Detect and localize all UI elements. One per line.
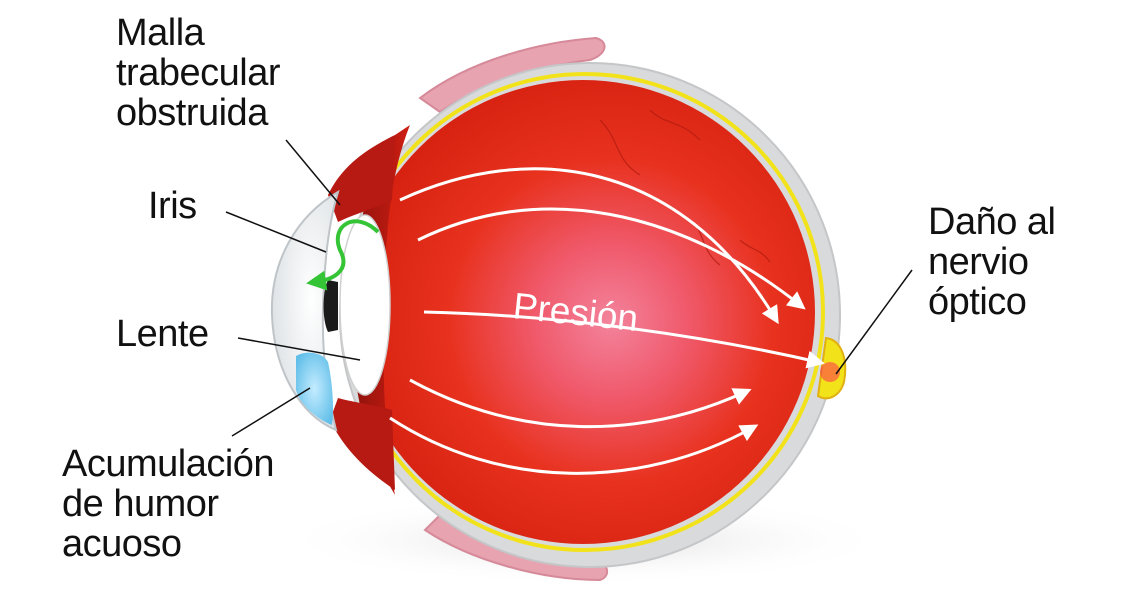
blocked-flow-arrow xyxy=(306,219,380,291)
label-malla-line2: trabecular xyxy=(116,52,280,94)
label-acumulacion-line2: de humor xyxy=(62,483,219,525)
aqueous-humor-buildup xyxy=(296,352,333,425)
label-lente: Lente xyxy=(116,314,209,354)
label-lente-text: Lente xyxy=(116,313,209,355)
label-dano-line1: Daño al xyxy=(928,201,1056,243)
label-iris-text: Iris xyxy=(148,185,197,227)
pressure-arrow-4 xyxy=(389,416,759,475)
optic-damage-spot xyxy=(820,362,840,382)
pressure-arrow-3 xyxy=(409,378,752,429)
pressure-arrows xyxy=(389,167,826,475)
upper-iris-root xyxy=(328,135,395,222)
label-acumulacion-line1: Acumulación xyxy=(62,443,275,485)
pressure-arrow-main xyxy=(423,310,826,369)
leader-dano xyxy=(835,269,913,375)
pressure-arrow-2 xyxy=(417,207,806,310)
label-acumulacion-line3: acuoso xyxy=(62,523,182,565)
leader-acumulacion xyxy=(231,387,311,437)
leader-lines xyxy=(225,139,913,437)
lower-iris-root xyxy=(330,398,395,490)
vitreous-body xyxy=(351,80,815,544)
label-malla-line3: obstruida xyxy=(116,92,268,134)
leader-iris xyxy=(225,211,327,253)
label-dano-nervio: Daño al nervio óptico xyxy=(928,201,1056,323)
label-dano-line3: óptico xyxy=(928,281,1027,323)
label-malla-trabecular: Malla trabecular obstruida xyxy=(116,13,280,133)
label-dano-line2: nervio xyxy=(928,241,1029,283)
label-malla-line1: Malla xyxy=(116,12,205,54)
label-acumulacion: Acumulación de humor acuoso xyxy=(62,443,275,565)
leader-lente xyxy=(237,337,361,361)
leader-malla xyxy=(285,139,341,206)
lens xyxy=(339,214,391,396)
iris xyxy=(323,280,338,332)
label-iris: Iris xyxy=(148,186,197,226)
